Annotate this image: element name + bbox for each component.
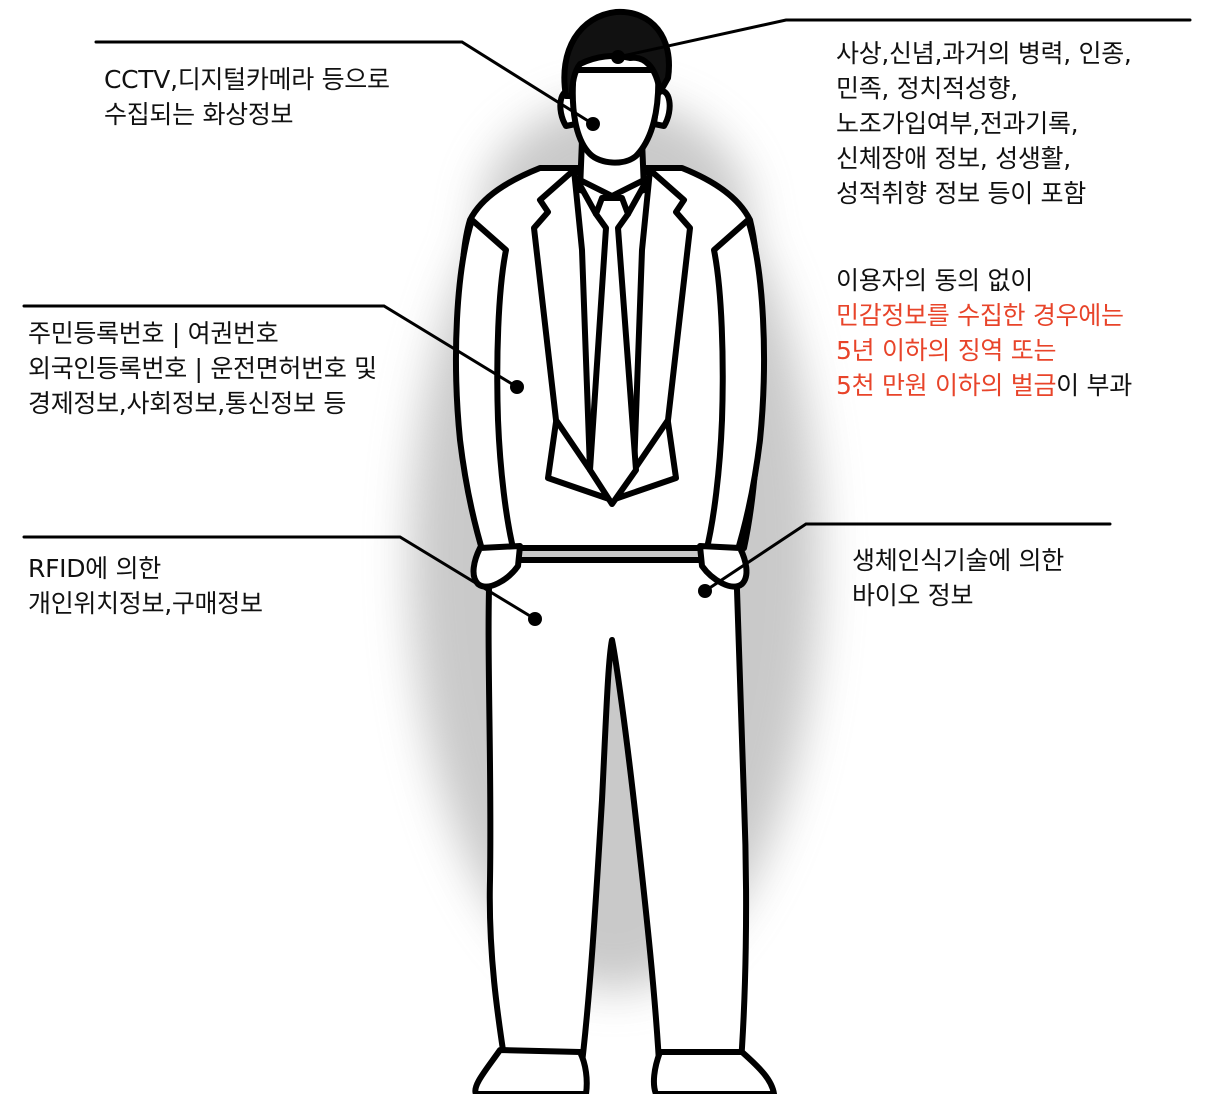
dot-left-leg xyxy=(528,612,542,626)
leader-line-bio xyxy=(703,522,1112,593)
leader-line-cctv xyxy=(94,40,595,126)
leader-line-sensitive xyxy=(616,18,1192,59)
trousers xyxy=(485,557,750,1083)
leader-line-rfid xyxy=(22,535,537,621)
label-line: 신체장애 정보, 성생활, xyxy=(836,144,1071,173)
label-line: 개인위치정보,구매정보 xyxy=(28,589,263,618)
necktie xyxy=(587,195,639,507)
penalty-fine-highlight: 5천 만원 이하의 벌금 xyxy=(836,371,1057,400)
label-line: 생체인식기술에 의한 xyxy=(852,546,1064,575)
dot-right-leg xyxy=(698,584,712,598)
label-line: 사상,신념,과거의 병력, 인종, xyxy=(836,39,1132,68)
label-line: 민족, 정치적성향, xyxy=(836,74,1018,103)
label-line: 외국인등록번호 | 운전면허번호 및 xyxy=(28,354,377,383)
label-line: RFID에 의한 xyxy=(28,554,161,583)
right-hand xyxy=(697,543,750,590)
left-shoe xyxy=(472,1047,590,1094)
penalty-fine-suffix: 이 부과 xyxy=(1056,371,1132,400)
label-cctv-image-info: CCTV,디지털카메라 등으로 수집되는 화상정보 xyxy=(104,62,390,132)
label-sensitive-info: 사상,신념,과거의 병력, 인종, 민족, 정치적성향, 노조가입여부,전과기록… xyxy=(836,36,1132,211)
label-rfid-info: RFID에 의한 개인위치정보,구매정보 xyxy=(28,551,263,621)
leader-line-idnums xyxy=(22,304,519,389)
dot-head xyxy=(611,50,625,64)
label-id-numbers: 주민등록번호 | 여권번호 외국인등록번호 | 운전면허번호 및 경제정보,사회… xyxy=(28,316,377,421)
label-line: 주민등록번호 | 여권번호 xyxy=(28,319,279,348)
label-biometric-info: 생체인식기술에 의한 바이오 정보 xyxy=(852,543,1064,613)
dot-face xyxy=(586,117,600,131)
label-line: 노조가입여부,전과기록, xyxy=(836,109,1079,138)
right-shoe xyxy=(650,1049,777,1094)
man-in-suit-illustration xyxy=(453,8,777,1094)
label-line: CCTV,디지털카메라 등으로 xyxy=(104,65,390,94)
label-line: 성적취향 정보 등이 포함 xyxy=(836,179,1086,208)
marker-dots xyxy=(510,50,712,626)
label-line: 수집되는 화상정보 xyxy=(104,100,294,129)
label-line: 경제정보,사회정보,통신정보 등 xyxy=(28,389,347,418)
head xyxy=(569,67,662,166)
dot-chest xyxy=(510,380,524,394)
label-line-highlight: 민감정보를 수집한 경우에는 xyxy=(836,301,1124,330)
left-lapel xyxy=(531,167,593,473)
right-lapel xyxy=(631,167,693,473)
leader-lines xyxy=(22,18,1192,621)
label-line-mixed: 5천 만원 이하의 벌금이 부과 xyxy=(836,368,1132,403)
label-line: 바이오 정보 xyxy=(852,581,974,610)
label-line-highlight: 5년 이하의 징역 또는 xyxy=(836,336,1057,365)
label-penalty-notice: 이용자의 동의 없이 민감정보를 수집한 경우에는 5년 이하의 징역 또는 5… xyxy=(836,263,1132,403)
label-line: 이용자의 동의 없이 xyxy=(836,266,1033,295)
